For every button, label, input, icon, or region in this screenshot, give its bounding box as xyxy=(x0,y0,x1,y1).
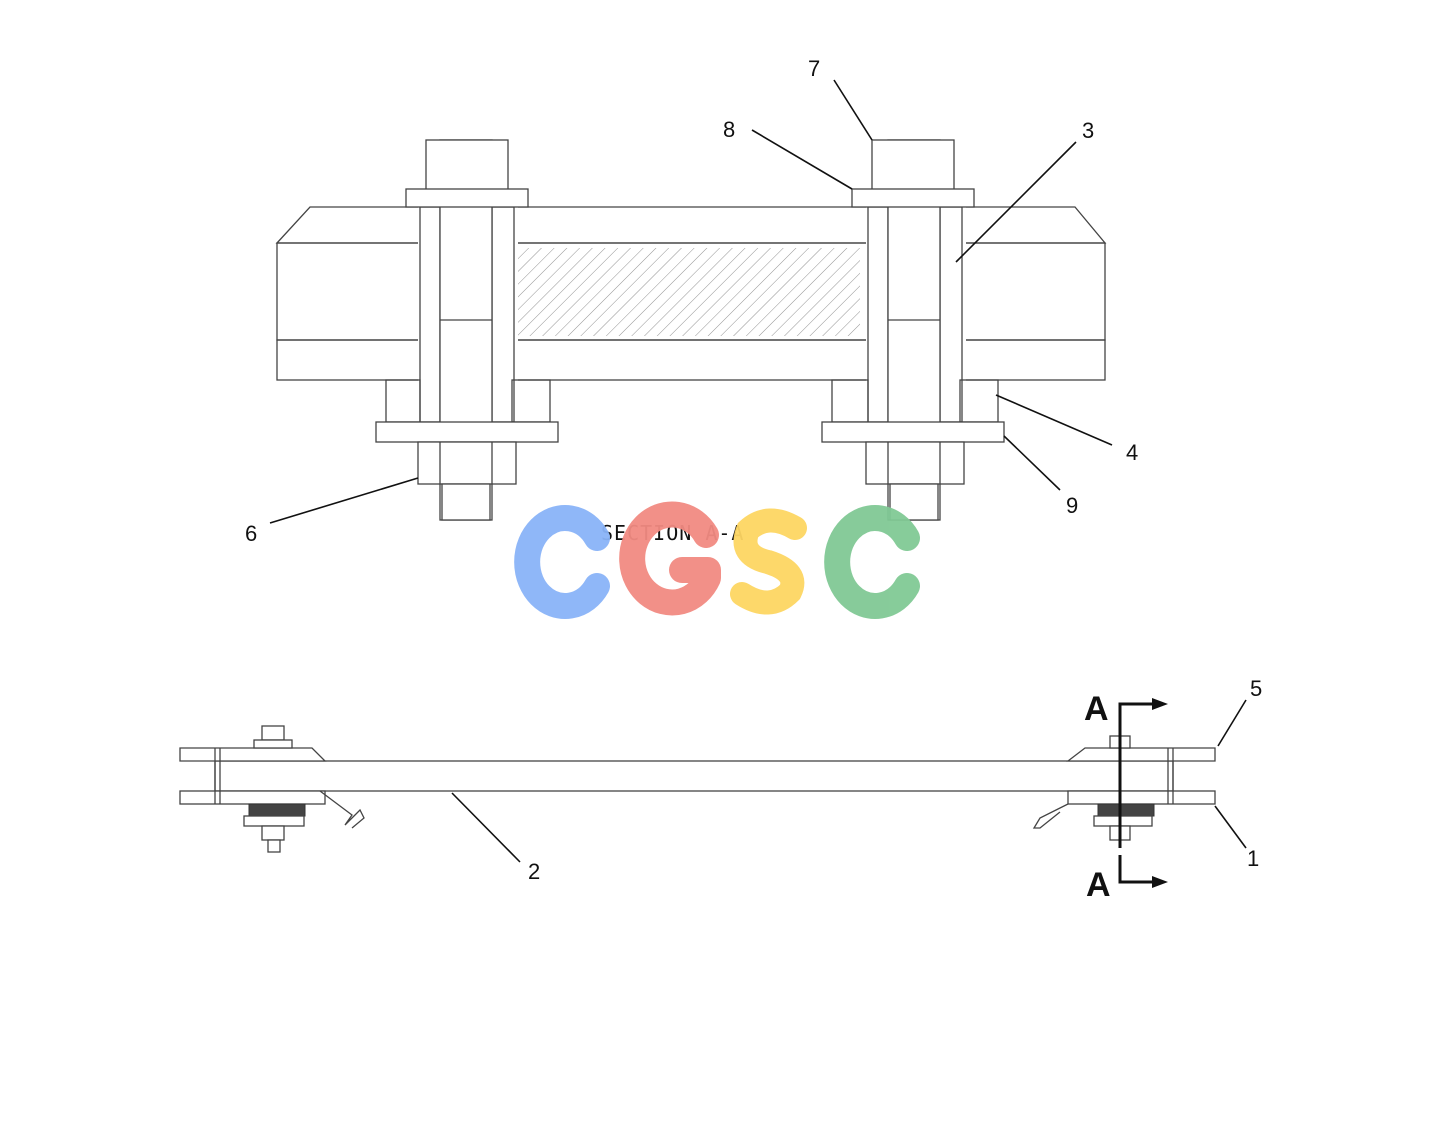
watermark-letter-g xyxy=(619,501,721,616)
callout-numbers: 1 2 3 4 5 6 7 8 9 xyxy=(245,56,1262,884)
callout-7: 7 xyxy=(808,56,820,81)
cut-label-bottom: A xyxy=(1086,866,1111,904)
spring-washer-right-a xyxy=(831,379,869,423)
callout-9: 9 xyxy=(1066,493,1078,518)
callout-4: 4 xyxy=(1126,440,1138,465)
callout-1: 1 xyxy=(1247,846,1259,871)
watermark-letter-c2 xyxy=(824,505,920,619)
section-cut-marker: A A xyxy=(1084,690,1168,904)
plate-washer-right xyxy=(821,421,1005,443)
bolt-head-left xyxy=(425,139,509,191)
bottom-plate xyxy=(276,339,1106,381)
plate-washer-left xyxy=(375,421,559,443)
bolt-head-right xyxy=(871,139,955,191)
callout-5: 5 xyxy=(1250,676,1262,701)
right-bottom-plate xyxy=(1067,790,1216,805)
cut-arrow-top xyxy=(1152,698,1168,710)
watermark-letter-s xyxy=(730,508,807,615)
right-bolt-assembly xyxy=(821,139,1005,521)
nut-left xyxy=(417,441,517,485)
left-clip xyxy=(319,790,365,829)
nut-right xyxy=(865,441,965,485)
right-clip xyxy=(1032,803,1069,829)
left-top-plate xyxy=(179,747,327,762)
bar-main xyxy=(214,760,1174,792)
section-view: SECTION A-A xyxy=(275,139,1107,545)
cut-arrow-bottom xyxy=(1152,876,1168,888)
middle-block-core xyxy=(515,248,860,336)
cut-label-top: A xyxy=(1084,690,1109,728)
washer-top-right xyxy=(851,188,975,208)
washer-top-left xyxy=(405,188,529,208)
callout-3: 3 xyxy=(1082,118,1094,143)
elevation-view xyxy=(179,725,1216,853)
right-top-plate xyxy=(1066,747,1216,762)
spring-washer-left-a xyxy=(385,379,421,423)
watermark-letter-c1 xyxy=(514,505,610,619)
callout-6: 6 xyxy=(245,521,257,546)
left-bolt-assembly xyxy=(375,139,559,521)
bolt-end-left xyxy=(441,483,491,521)
left-bottom-plate xyxy=(179,790,326,805)
leader-lines xyxy=(269,79,1247,863)
watermark-logo xyxy=(514,501,920,619)
callout-8: 8 xyxy=(723,117,735,142)
callout-2: 2 xyxy=(528,859,540,884)
